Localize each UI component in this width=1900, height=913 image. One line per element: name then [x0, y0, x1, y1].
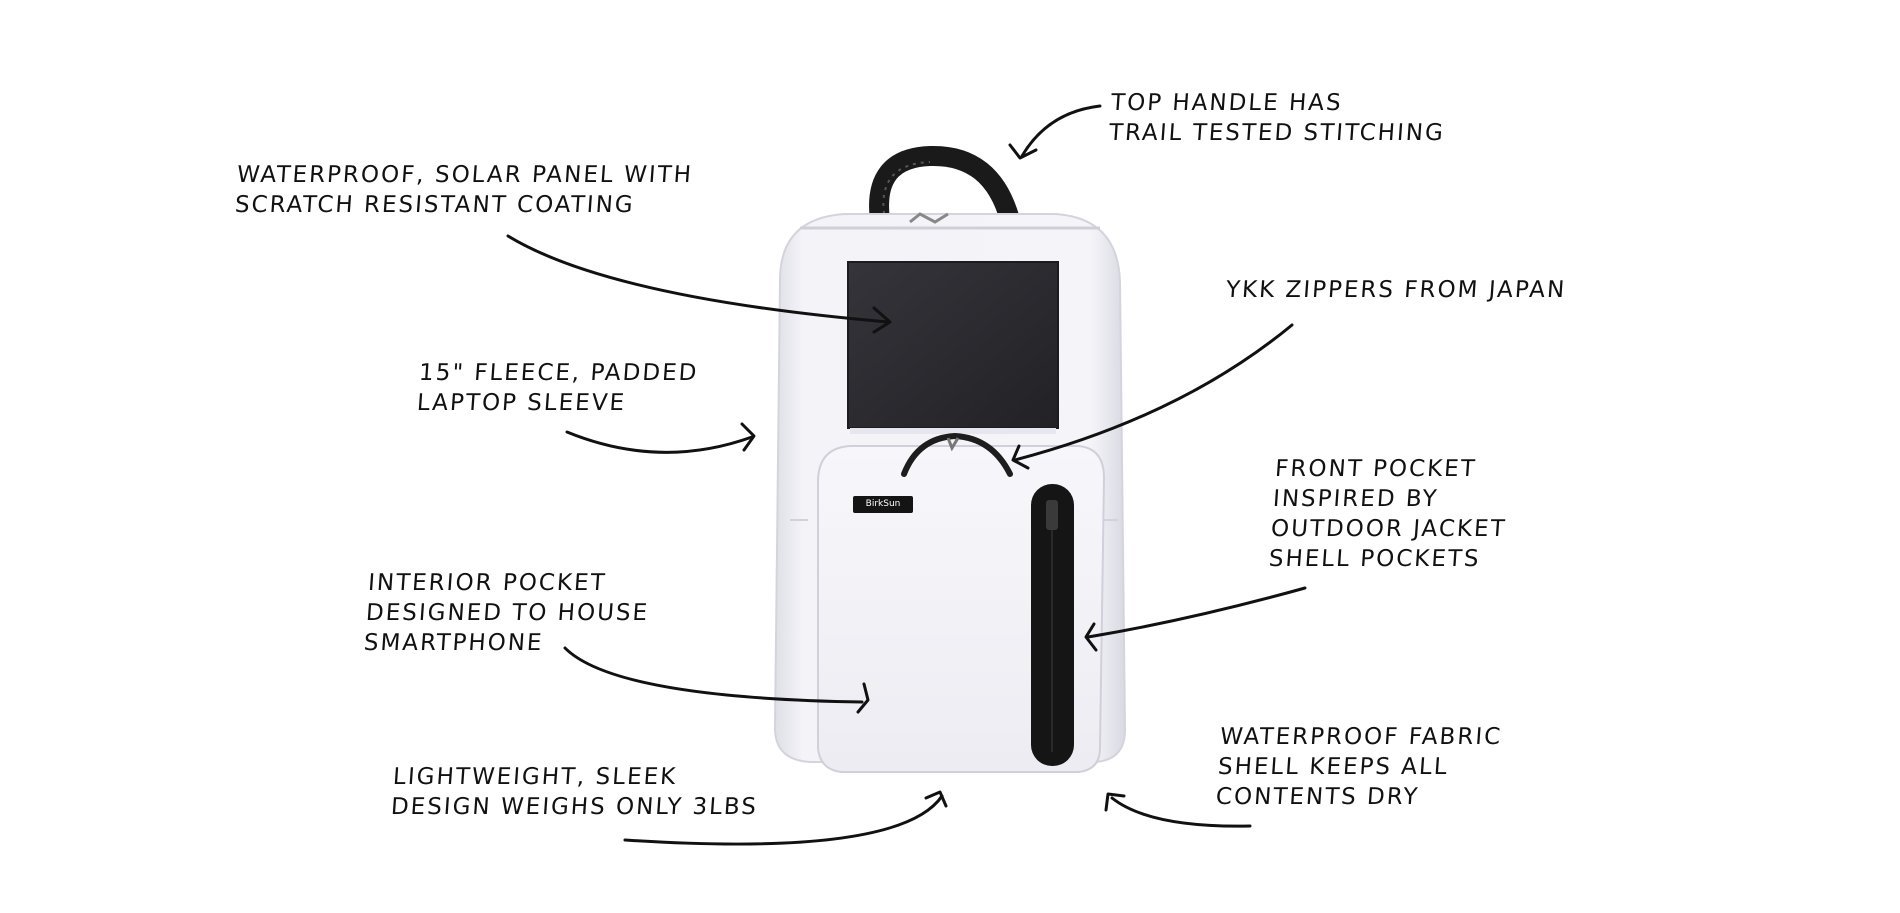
arrow-laptop-sleeve [565, 430, 754, 454]
brand-label-text: BirkSun [865, 499, 901, 509]
arrow-solar-panel [506, 234, 890, 324]
top-zipper-pull [909, 212, 949, 224]
arrow-top-handle [1020, 104, 1102, 158]
solar-panel [847, 261, 1059, 429]
callout-zippers: YKK ZIPPERS FROM JAPAN [1225, 277, 1568, 303]
callout-front-pocket: FRONT POCKET INSPIRED BY OUTDOOR JACKET … [1267, 456, 1508, 572]
top-handle [869, 145, 1020, 230]
callout-waterproof-fabric: WATERPROOF FABRIC SHELL KEEPS ALL CONTEN… [1214, 724, 1504, 810]
callout-interior-pocket: INTERIOR POCKET DESIGNED TO HOUSE SMARTP… [362, 570, 650, 656]
callout-laptop-sleeve: 15" FLEECE, PADDED LAPTOP SLEEVE [416, 360, 700, 416]
callout-lightweight: LIGHTWEIGHT, SLEEK DESIGN WEIGHS ONLY 3L… [390, 764, 759, 820]
callout-arrows [506, 104, 1307, 846]
arrow-front-pocket [1086, 586, 1307, 639]
side-zipper-pull [1046, 500, 1058, 530]
callout-solar-panel: WATERPROOF, SOLAR PANEL WITH SCRATCH RES… [234, 162, 694, 218]
arrow-waterproof-fabric [1110, 796, 1252, 828]
callout-top-handle: TOP HANDLE HAS TRAIL TESTED STITCHING [1108, 90, 1446, 146]
pocket-zipper [901, 432, 1013, 477]
arrow-interior-pocket [563, 646, 864, 704]
arrow-lightweight [623, 794, 944, 846]
arrow-zippers [1013, 323, 1294, 462]
brand-label [853, 496, 913, 513]
